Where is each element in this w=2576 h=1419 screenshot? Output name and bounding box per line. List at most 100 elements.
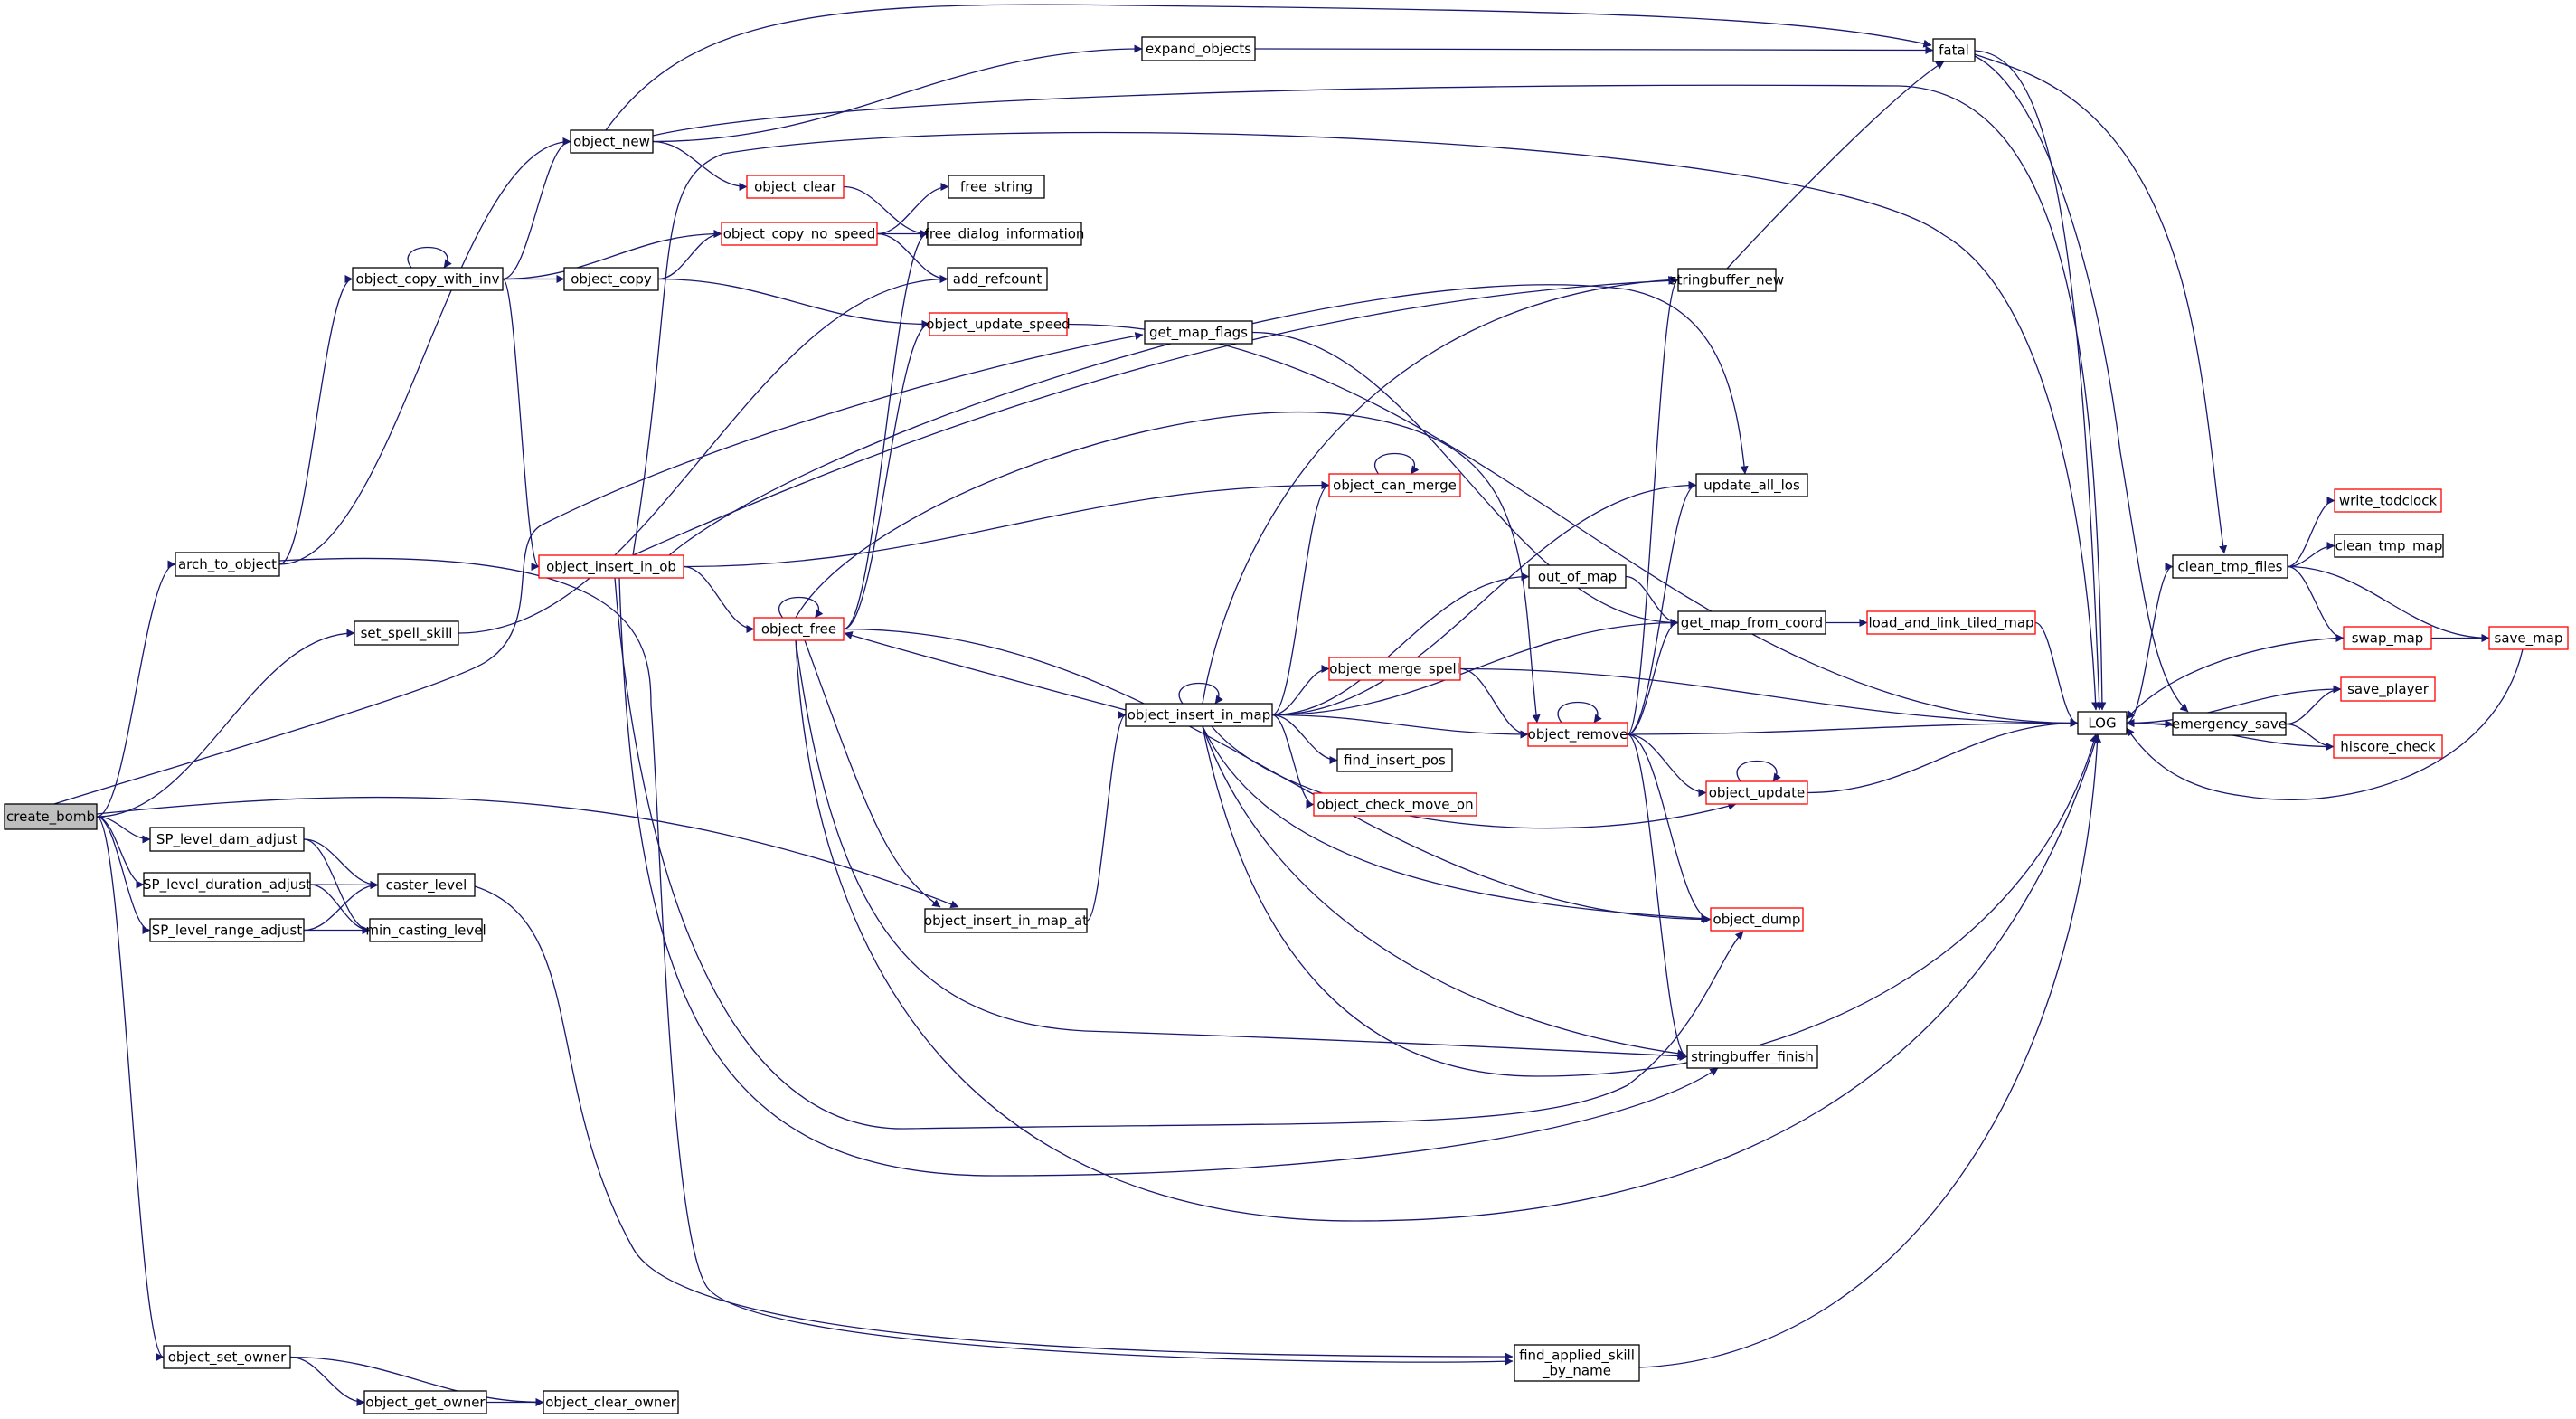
node-box-emergency_save[interactable] [2172,712,2287,736]
node-box-object_set_owner[interactable] [163,1345,291,1369]
node-box-find_applied_skill_by_name[interactable] [1514,1344,1640,1382]
node-box-object_copy_with_inv[interactable] [352,267,504,291]
node-fatal[interactable]: fatal [1932,38,1976,62]
node-set_spell_skill[interactable]: set_spell_skill [354,620,459,646]
node-box-LOG[interactable] [2077,711,2128,735]
node-box-stringbuffer_finish[interactable] [1686,1045,1818,1069]
node-write_todclock[interactable]: write_todclock [2334,488,2442,513]
node-box-object_dump[interactable] [1710,907,1804,932]
node-object_can_merge[interactable]: object_can_merge [1328,473,1461,497]
node-box-update_all_los[interactable] [1695,473,1808,497]
node-SP_level_range_adjust[interactable]: SP_level_range_adjust [149,918,305,942]
node-object_free[interactable]: object_free [753,617,845,641]
node-min_casting_level[interactable]: min_casting_level [365,918,486,942]
node-box-object_new[interactable] [570,129,654,154]
node-box-SP_level_duration_adjust[interactable] [143,872,311,897]
node-object_check_move_on[interactable]: object_check_move_on [1313,792,1477,817]
node-object_clear_owner[interactable]: object_clear_owner [543,1390,679,1414]
node-box-swap_map[interactable] [2343,626,2432,650]
node-LOG[interactable]: LOG [2077,711,2128,735]
node-box-out_of_map[interactable] [1528,564,1627,589]
node-box-hiscore_check[interactable] [2333,734,2443,759]
node-object_dump[interactable]: object_dump [1710,907,1804,932]
node-box-object_clear_owner[interactable] [543,1390,679,1414]
node-stringbuffer_finish[interactable]: stringbuffer_finish [1686,1045,1818,1069]
node-caster_level[interactable]: caster_level [377,873,476,897]
node-box-object_can_merge[interactable] [1328,473,1461,497]
node-box-stringbuffer_new[interactable] [1677,268,1777,292]
node-object_set_owner[interactable]: object_set_owner [163,1345,291,1369]
node-emergency_save[interactable]: emergency_save [2172,712,2287,736]
node-update_all_los[interactable]: update_all_los [1695,473,1808,497]
node-box-object_free[interactable] [753,617,845,641]
node-save_map[interactable]: save_map [2488,626,2569,650]
node-box-find_insert_pos[interactable] [1336,748,1453,772]
node-get_map_flags[interactable]: get_map_flags [1144,320,1253,345]
node-box-object_insert_in_map[interactable] [1125,703,1273,727]
node-box-free_string[interactable] [948,175,1045,199]
node-box-arch_to_object[interactable] [175,552,280,577]
node-get_map_from_coord[interactable]: get_map_from_coord [1677,610,1826,635]
node-box-save_map[interactable] [2488,626,2569,650]
node-box-object_clear[interactable] [746,175,845,199]
node-box-load_and_link_tiled_map[interactable] [1866,610,2036,635]
node-object_update[interactable]: object_update [1705,780,1808,805]
node-object_copy[interactable]: object_copy [563,267,659,291]
node-box-object_update_speed[interactable] [929,312,1068,336]
node-object_copy_no_speed[interactable]: object_copy_no_speed [721,222,878,246]
node-box-expand_objects[interactable] [1141,36,1256,61]
node-object_new[interactable]: object_new [570,129,654,154]
node-free_dialog_information[interactable]: free_dialog_information [925,222,1085,246]
node-stringbuffer_new[interactable]: stringbuffer_new [1670,268,1784,292]
node-SP_level_dam_adjust[interactable]: SP_level_dam_adjust [149,827,305,852]
node-object_insert_in_ob[interactable]: object_insert_in_ob [538,554,684,579]
node-box-write_todclock[interactable] [2334,488,2442,513]
node-add_refcount[interactable]: add_refcount [947,267,1048,291]
node-swap_map[interactable]: swap_map [2343,626,2432,650]
node-find_applied_skill_by_name[interactable]: find_applied_skill_by_name [1514,1344,1640,1382]
node-box-object_insert_in_map_at[interactable] [924,908,1088,933]
node-box-get_map_from_coord[interactable] [1677,610,1826,635]
node-box-object_merge_spell[interactable] [1328,657,1461,681]
node-box-object_check_move_on[interactable] [1313,792,1477,817]
node-clean_tmp_files[interactable]: clean_tmp_files [2172,554,2288,579]
node-box-create_bomb[interactable] [4,803,98,830]
node-object_insert_in_map[interactable]: object_insert_in_map [1125,703,1273,727]
node-find_insert_pos[interactable]: find_insert_pos [1336,748,1453,772]
node-box-clean_tmp_files[interactable] [2172,554,2288,579]
node-box-get_map_flags[interactable] [1144,320,1253,345]
node-save_player[interactable]: save_player [2340,676,2436,702]
node-clean_tmp_map[interactable]: clean_tmp_map [2334,534,2444,558]
node-SP_level_duration_adjust[interactable]: SP_level_duration_adjust [143,872,311,897]
node-box-object_copy[interactable] [563,267,659,291]
node-out_of_map[interactable]: out_of_map [1528,564,1627,589]
node-object_copy_with_inv[interactable]: object_copy_with_inv [352,267,504,291]
node-load_and_link_tiled_map[interactable]: load_and_link_tiled_map [1866,610,2036,635]
node-box-add_refcount[interactable] [947,267,1048,291]
node-object_clear[interactable]: object_clear [746,175,845,199]
node-box-SP_level_range_adjust[interactable] [149,918,305,942]
node-box-object_copy_no_speed[interactable] [721,222,878,246]
node-box-set_spell_skill[interactable] [354,620,459,646]
node-object_merge_spell[interactable]: object_merge_spell [1328,657,1461,681]
node-object_remove[interactable]: object_remove [1527,722,1628,747]
node-object_insert_in_map_at[interactable]: object_insert_in_map_at [924,908,1088,933]
node-object_update_speed[interactable]: object_update_speed [926,312,1071,336]
node-box-clean_tmp_map[interactable] [2334,534,2444,558]
node-expand_objects[interactable]: expand_objects [1141,36,1256,61]
node-box-min_casting_level[interactable] [369,918,483,942]
node-hiscore_check[interactable]: hiscore_check [2333,734,2443,759]
node-box-object_remove[interactable] [1527,722,1628,747]
node-create_bomb[interactable]: create_bomb [4,803,98,830]
node-free_string[interactable]: free_string [948,175,1045,199]
node-box-free_dialog_information[interactable] [927,222,1082,246]
node-box-object_get_owner[interactable] [363,1390,487,1414]
node-box-save_player[interactable] [2340,676,2436,702]
node-box-object_insert_in_ob[interactable] [538,554,684,579]
node-arch_to_object[interactable]: arch_to_object [175,552,280,577]
node-box-object_update[interactable] [1705,780,1808,805]
node-box-caster_level[interactable] [377,873,476,897]
node-box-SP_level_dam_adjust[interactable] [149,827,305,852]
node-box-fatal[interactable] [1932,38,1976,62]
node-object_get_owner[interactable]: object_get_owner [363,1390,487,1414]
